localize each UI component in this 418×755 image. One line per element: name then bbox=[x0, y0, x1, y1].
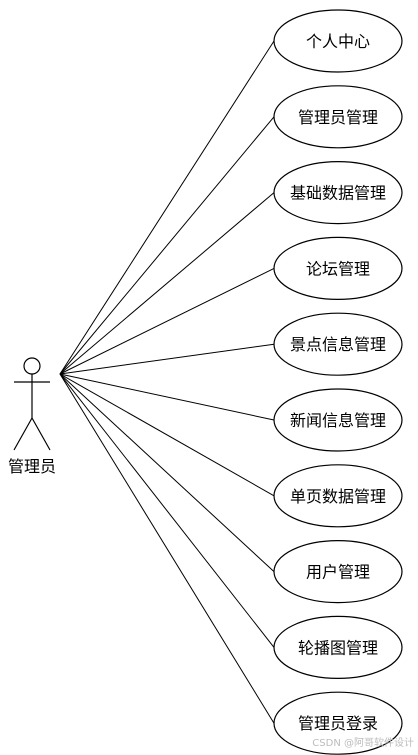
watermark: CSDN @阿哥软件设计 bbox=[312, 738, 414, 749]
actor-right-leg bbox=[31, 417, 51, 451]
use-case: 管理员登录 bbox=[273, 691, 403, 755]
association-line bbox=[59, 373, 275, 572]
use-case-ellipse bbox=[273, 161, 403, 225]
association-line bbox=[59, 116, 275, 375]
use-case: 轮播图管理 bbox=[273, 615, 403, 680]
use-case-label: 新闻信息管理 bbox=[290, 411, 386, 430]
use-case: 单页数据管理 bbox=[273, 464, 403, 528]
use-case-list: 个人中心管理员管理基础数据管理论坛管理景点信息管理新闻信息管理单页数据管理用户管… bbox=[273, 9, 403, 755]
actor-left-leg bbox=[13, 417, 33, 451]
use-case-label: 论坛管理 bbox=[306, 259, 370, 278]
use-case-label: 景点信息管理 bbox=[290, 335, 386, 354]
use-case-ellipse bbox=[273, 312, 403, 376]
use-case-label: 管理员管理 bbox=[298, 108, 378, 127]
association-line bbox=[59, 373, 275, 421]
use-case: 新闻信息管理 bbox=[273, 388, 403, 452]
use-case-ellipse bbox=[273, 9, 403, 73]
use-case-ellipse bbox=[273, 388, 403, 452]
use-case-ellipse bbox=[273, 464, 403, 528]
association-line bbox=[59, 267, 275, 375]
actor-label: 管理员 bbox=[8, 457, 56, 476]
use-case-label: 管理员登录 bbox=[298, 714, 378, 733]
use-case: 基础数据管理 bbox=[273, 161, 403, 225]
use-case-ellipse bbox=[273, 691, 403, 755]
use-case-ellipse bbox=[273, 539, 403, 604]
use-case-label: 轮播图管理 bbox=[298, 638, 378, 657]
actor-head bbox=[23, 357, 41, 375]
use-case: 管理员管理 bbox=[273, 85, 403, 149]
association-lines bbox=[59, 40, 275, 724]
association-line bbox=[59, 40, 275, 375]
use-case-ellipse bbox=[273, 615, 403, 680]
use-case-ellipse bbox=[273, 85, 403, 149]
use-case-label: 用户管理 bbox=[306, 563, 370, 582]
association-line bbox=[59, 192, 275, 375]
association-line bbox=[59, 343, 275, 375]
use-case-ellipse bbox=[273, 236, 403, 300]
association-line bbox=[59, 373, 275, 497]
use-case-label: 基础数据管理 bbox=[290, 184, 386, 203]
use-case: 用户管理 bbox=[273, 539, 403, 604]
association-line bbox=[59, 373, 275, 648]
use-case-label: 单页数据管理 bbox=[290, 487, 386, 506]
use-case: 景点信息管理 bbox=[273, 312, 403, 376]
use-case-label: 个人中心 bbox=[306, 32, 370, 51]
use-case: 论坛管理 bbox=[273, 236, 403, 300]
use-case: 个人中心 bbox=[273, 9, 403, 73]
association-line bbox=[59, 373, 275, 724]
actor-administrator: 管理员 bbox=[8, 357, 56, 476]
